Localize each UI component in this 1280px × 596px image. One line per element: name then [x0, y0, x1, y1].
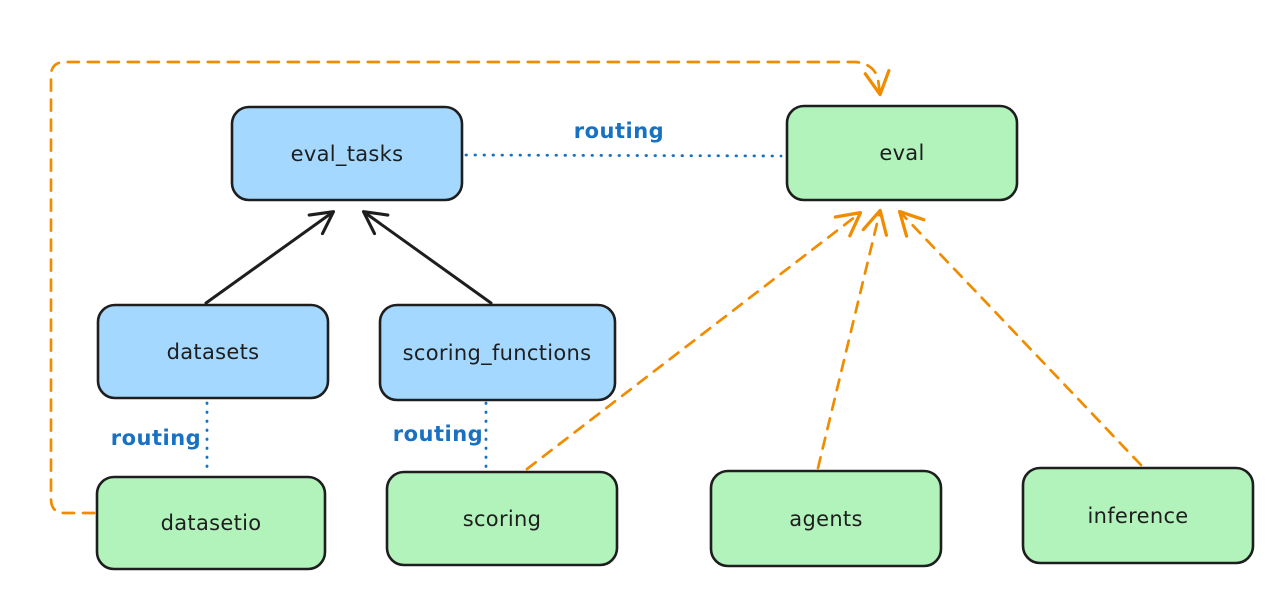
- node-scoring-functions-box: [378, 303, 617, 402]
- node-eval-box: [785, 104, 1019, 202]
- node-inference-label: inference: [1087, 504, 1188, 528]
- node-scoring-functions-label: scoring_functions: [403, 341, 592, 366]
- node-scoring-label: scoring: [463, 507, 542, 531]
- node-datasetio: datasetio: [95, 475, 327, 571]
- node-eval: eval: [785, 104, 1019, 202]
- edge-label-routing-left: routing: [111, 426, 201, 450]
- node-datasetio-label: datasetio: [161, 511, 262, 535]
- node-agents-box: [709, 469, 943, 568]
- node-eval-tasks: eval_tasks: [230, 105, 464, 202]
- node-eval-tasks-label: eval_tasks: [291, 142, 404, 167]
- node-scoring: scoring: [385, 470, 619, 567]
- node-scoring-functions: scoring_functions: [378, 303, 617, 402]
- edge-agents-to-eval: [816, 208, 889, 470]
- node-inference-box: [1021, 466, 1255, 565]
- node-eval-label: eval: [879, 141, 924, 165]
- node-datasets-label: datasets: [167, 340, 260, 364]
- edge-datasetio-to-eval: [49, 60, 891, 515]
- edge-scoring-functions-to-eval-tasks: [361, 210, 493, 305]
- edge-label-routing-middle: routing: [393, 422, 483, 446]
- node-datasets: datasets: [96, 303, 330, 400]
- node-datasets-box: [96, 303, 330, 400]
- edge-datasets-to-eval-tasks: [204, 210, 336, 305]
- node-scoring-box: [385, 470, 619, 567]
- node-datasetio-box: [95, 475, 327, 571]
- node-inference: inference: [1021, 466, 1255, 565]
- edge-label-routing-top: routing: [574, 119, 664, 143]
- edge-eval-tasks-to-eval-routing: [464, 153, 783, 158]
- node-agents-label: agents: [789, 507, 862, 531]
- node-eval-tasks-box: [230, 105, 464, 202]
- node-agents: agents: [709, 469, 943, 568]
- edge-scoring-to-eval: [525, 211, 863, 471]
- edge-inference-to-eval: [897, 209, 1143, 467]
